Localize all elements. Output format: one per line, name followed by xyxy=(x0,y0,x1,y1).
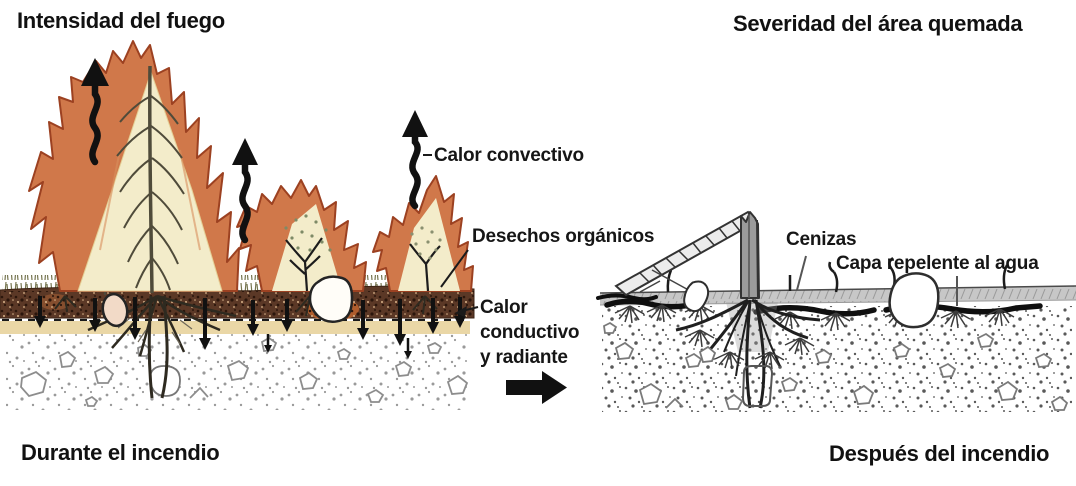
convection-up-arrow-icon xyxy=(81,58,428,244)
surface-rocks-left xyxy=(101,275,354,328)
burning-tree xyxy=(28,40,240,294)
heat-down-arrow-icon xyxy=(34,296,466,359)
soil-profile-left xyxy=(0,275,475,410)
soil-stones-right xyxy=(603,321,1069,411)
surface-rocks-right xyxy=(683,272,940,329)
after-fire-illustration xyxy=(596,210,1076,412)
ashes-label: Cenizas xyxy=(786,229,857,250)
left-panel-caption: Durante el incendio xyxy=(21,440,220,465)
tree-roots-left xyxy=(54,294,438,399)
left-panel-title: Intensidad del fuego xyxy=(17,8,225,33)
burning-shrub-middle xyxy=(236,179,367,292)
transition-right-arrow-icon xyxy=(506,371,567,404)
convective-heat-label: Calor convectivo xyxy=(434,145,584,166)
conductive-radiant-heat-label: Calor conductivo y radiante xyxy=(480,297,580,369)
water-repellent-layer-label: Capa repelente al agua xyxy=(836,253,1039,274)
right-panel-title: Severidad del área quemada xyxy=(733,11,1023,36)
burning-shrub-right xyxy=(372,175,474,292)
conifer-trunk xyxy=(116,65,185,294)
during-fire-illustration xyxy=(0,40,479,410)
organic-debris-label: Desechos orgánicos xyxy=(472,226,655,247)
right-panel-caption: Después del incendio xyxy=(829,441,1050,466)
snag-root-system xyxy=(675,298,821,409)
leader-lines-right xyxy=(796,255,958,306)
leader-lines-left xyxy=(423,154,479,317)
burnt-snag xyxy=(740,211,760,299)
